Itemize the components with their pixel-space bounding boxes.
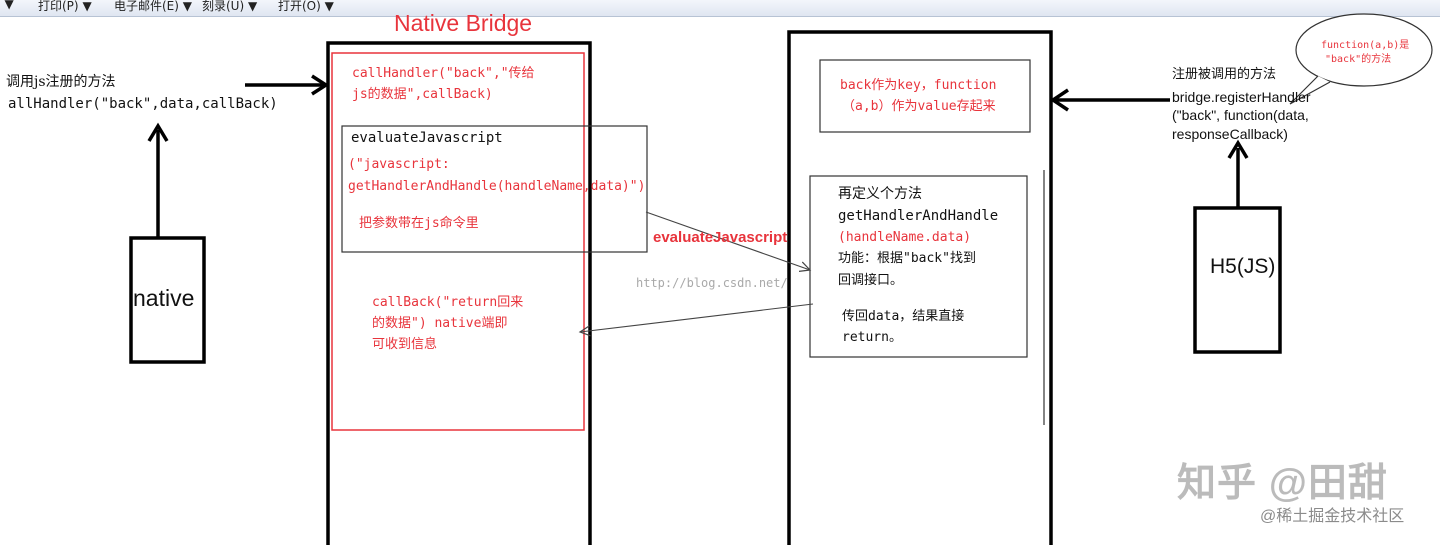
evaluate-note: 把参数带在js命令里 xyxy=(359,216,479,231)
register-line3: ("back", function(data, xyxy=(1172,107,1309,123)
menu-open[interactable]: 打开(O) ▼ xyxy=(278,0,334,13)
h5-label: H5(JS) xyxy=(1210,255,1276,278)
arrow-define-to-callback xyxy=(580,303,814,332)
h5-box xyxy=(1193,206,1282,354)
store-line2: （a,b）作为value存起来 xyxy=(842,99,996,114)
callback-line3: 可收到信息 xyxy=(372,337,438,352)
menu-email[interactable]: 电子邮件(E) ▼ xyxy=(114,0,193,13)
arrow-evaluate-to-define xyxy=(645,211,810,270)
diagram-title: Native Bridge xyxy=(394,10,533,36)
evaluate-line1: ("javascript: xyxy=(348,157,450,172)
callback-line1: callBack("return回来 xyxy=(372,295,524,310)
define-line3: (handleName.data) xyxy=(838,230,972,245)
caller-line2: allHandler("back",data,callBack) xyxy=(8,96,278,112)
register-line2: bridge.registerHandler xyxy=(1172,89,1311,105)
arrow-native-up xyxy=(147,122,169,238)
bubble-line2: "back"的方法 xyxy=(1325,54,1392,65)
evaluate-title: evaluateJavascript xyxy=(351,130,503,146)
store-box xyxy=(819,59,1031,133)
bridge-outer-box xyxy=(326,41,592,545)
define-line6: 传回data，结果直接 xyxy=(842,309,965,324)
js-outer-box xyxy=(787,30,1053,545)
callback-line2: 的数据") native端即 xyxy=(372,316,508,331)
zhihu-watermark: 知乎 @田甜 xyxy=(1177,462,1388,505)
bridge-call-line2: js的数据",callBack) xyxy=(352,87,493,102)
juejin-watermark: @稀土掘金技术社区 xyxy=(1260,508,1405,525)
menu-print[interactable]: 打印(P) ▼ xyxy=(38,0,92,13)
native-label: native xyxy=(133,285,195,311)
menu-bar: ) ▼ 打印(P) ▼ 电子邮件(E) ▼ 刻录(U) ▼ 打开(O) ▼ xyxy=(0,0,1440,17)
arrow-h5-up xyxy=(1227,139,1249,208)
blog-url-watermark: http://blog.csdn.net/ xyxy=(636,276,788,290)
bubble-line1: function(a,b)是 xyxy=(1321,40,1410,51)
bridge-call-line1: callHandler("back","传给 xyxy=(352,66,535,81)
evaluate-line2: getHandlerAndHandle(handleName,data)") xyxy=(348,179,646,194)
arrow-register-to-js xyxy=(1049,88,1170,112)
define-line1: 再定义个方法 xyxy=(838,186,922,202)
caller-line1: 调用js注册的方法 xyxy=(6,74,116,90)
register-line1: 注册被调用的方法 xyxy=(1172,66,1277,81)
define-line7: return。 xyxy=(842,330,902,345)
register-line4: responseCallback) xyxy=(1172,126,1288,142)
define-line2: getHandlerAndHandle xyxy=(838,208,999,224)
evaluate-box xyxy=(341,125,648,253)
bridge-inner-box xyxy=(331,52,585,431)
menu-burn[interactable]: 刻录(U) ▼ xyxy=(202,0,258,13)
native-box xyxy=(129,236,206,364)
menu-dropdown-icon[interactable]: ) ▼ xyxy=(0,0,14,11)
evaluate-arrow-label: evaluateJavascript xyxy=(653,229,788,246)
arrow-caller-to-bridge xyxy=(245,74,330,96)
store-line1: back作为key，function xyxy=(840,78,997,93)
define-line5: 回调接口。 xyxy=(838,273,904,288)
speech-bubble xyxy=(1295,13,1433,87)
define-line4: 功能：根据"back"找到 xyxy=(838,251,976,266)
